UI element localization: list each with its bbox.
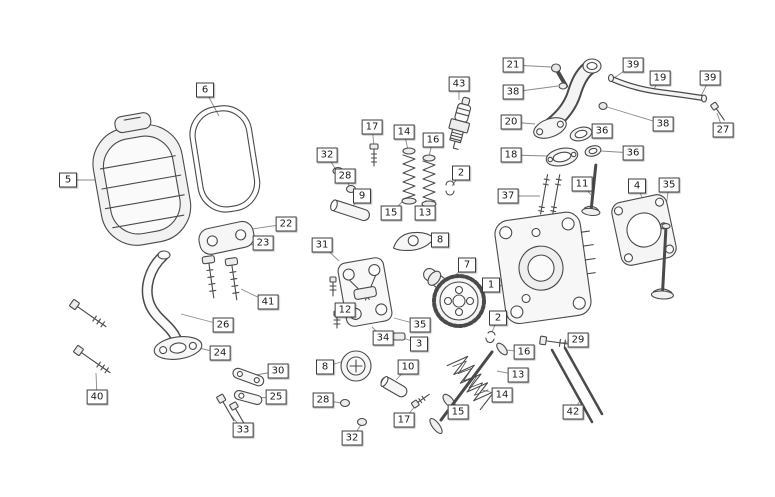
- leader-line-11: [581, 183, 592, 196]
- flange-gasket-drawing: [153, 336, 203, 360]
- leader-line-16: [505, 349, 525, 353]
- leader-line-21: [512, 64, 552, 68]
- cover-gasket-drawing: [189, 105, 261, 213]
- cylinder-head-drawing: [494, 211, 596, 325]
- leader-line-32: [351, 424, 362, 439]
- rocker-arm-drawing: [392, 231, 435, 252]
- leader-line-38: [606, 106, 664, 125]
- leader-line-24: [198, 347, 221, 354]
- leader-line-20: [510, 121, 536, 125]
- tappet-cover-drawing: [340, 350, 372, 382]
- mounting-bolts-drawing: [201, 255, 240, 301]
- leader-line-16: [428, 139, 434, 157]
- rocker-assembly-drawing: [337, 257, 406, 341]
- exhaust-valve-drawing: [650, 222, 674, 300]
- intake-valve-drawing: [581, 163, 601, 217]
- vacuum-hose-drawing: [607, 73, 725, 121]
- camshaft-drawing: [423, 267, 486, 328]
- leader-line-29: [561, 339, 579, 344]
- leader-line-40: [95, 372, 98, 398]
- long-screws-drawing: [69, 299, 111, 374]
- leader-line-15: [390, 200, 404, 214]
- spark-plug-drawing: [448, 96, 472, 150]
- bracket-parts-drawing: [216, 367, 265, 425]
- leader-line-31: [321, 244, 340, 262]
- leader-line-18: [510, 154, 548, 157]
- leader-line-41: [240, 288, 269, 303]
- adjuster-screw-drawing: [332, 143, 379, 194]
- leader-line-39: [700, 77, 711, 97]
- leader-line-34: [371, 326, 384, 339]
- bottom-valve-assembly-drawing: [429, 331, 508, 435]
- leader-line-13: [496, 370, 519, 376]
- head-gasket-drawing: [611, 194, 677, 266]
- leader-line-22: [251, 223, 287, 230]
- vacuum-fitting-drawing: [550, 63, 568, 90]
- leader-line-39: [613, 64, 634, 79]
- leader-line-35: [393, 317, 421, 326]
- valve-cover-drawing: [92, 112, 192, 246]
- intake-manifold-drawing: [533, 58, 608, 139]
- leader-line-32: [326, 154, 337, 171]
- leader-line-14: [403, 131, 409, 151]
- leader-line-27: [716, 112, 724, 131]
- leader-line-38: [512, 85, 559, 93]
- leader-line-36: [600, 150, 634, 154]
- manifold-gaskets-drawing: [545, 126, 602, 167]
- leader-line-2: [451, 172, 462, 187]
- leader-line-26: [180, 313, 224, 326]
- pipe-drawing: [141, 250, 182, 344]
- spacer-plate-drawing: [198, 220, 255, 255]
- dowel-pin-drawing: [380, 376, 408, 398]
- long-studs-drawing: [539, 335, 604, 424]
- leader-line-2: [491, 317, 499, 333]
- leader-line-10: [395, 366, 409, 381]
- leader-line-17: [371, 126, 375, 147]
- studs-drawing: [538, 174, 562, 215]
- rocker-screws-drawing: [329, 276, 341, 329]
- hose-screw-drawing: [710, 101, 725, 121]
- rocker-shaft-drawing: [330, 199, 370, 222]
- leader-line-30: [255, 370, 279, 376]
- leader-line-28: [322, 399, 342, 404]
- locknuts-drawing: [339, 393, 430, 427]
- valve-springs-drawing: [401, 147, 455, 208]
